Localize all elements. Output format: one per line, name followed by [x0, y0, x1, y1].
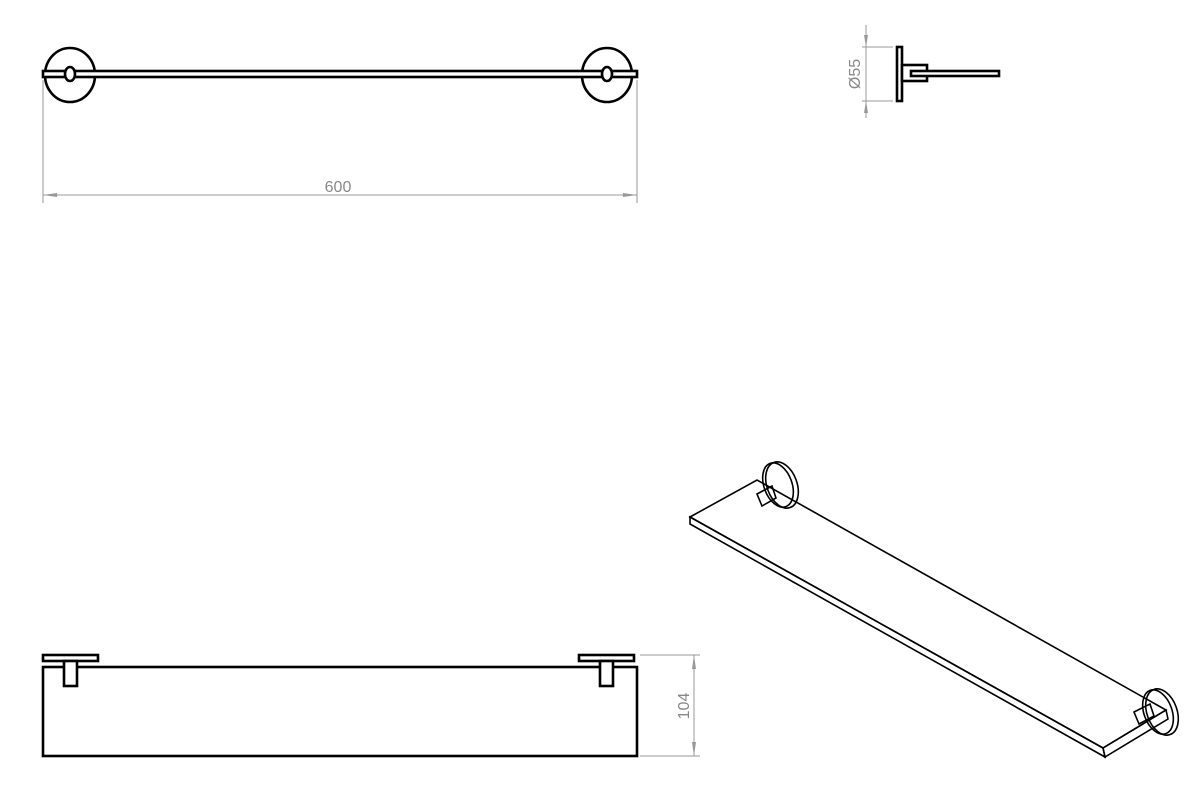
isometric-view — [688, 461, 1180, 759]
diameter-dimension-label: Ø55 — [847, 59, 864, 89]
glass-top — [41, 665, 639, 758]
front-view: 600 — [41, 46, 639, 203]
right-screw-hole — [600, 65, 614, 83]
left-post — [62, 659, 79, 688]
top-view: 104 — [41, 653, 700, 758]
side-view: Ø55 — [847, 25, 1001, 118]
right-post — [598, 659, 615, 688]
glass-side — [909, 69, 1001, 78]
depth-dimension-label: 104 — [676, 693, 693, 720]
shelf-edge — [41, 69, 639, 79]
length-dimension-label: 600 — [325, 179, 352, 196]
left-screw-hole — [63, 65, 77, 83]
